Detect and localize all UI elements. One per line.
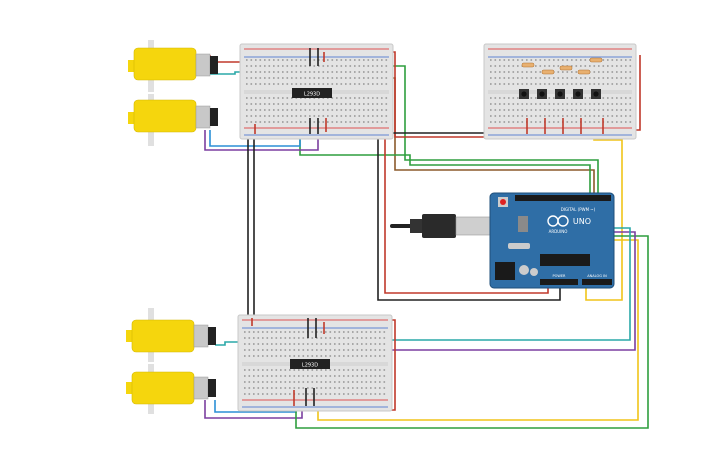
resistors (521, 57, 603, 75)
usb-cable (390, 214, 493, 238)
arduino-model: UNO (573, 217, 591, 226)
analog-header-label: ANALOG IN (587, 274, 607, 278)
breadboard-top-left: L293D (239, 43, 394, 140)
arduino-brand: ARDUINO (549, 229, 568, 234)
breadboard-top-right (483, 43, 637, 140)
dc-motor-2 (128, 94, 218, 146)
power-header-label: POWER (553, 274, 567, 278)
wire-teal-long (312, 227, 631, 341)
ic-top (292, 88, 332, 98)
dc-motor-4 (126, 364, 216, 414)
breadboard-bottom: L293D (237, 314, 393, 412)
ic-bottom-label: L293D (302, 363, 318, 369)
arduino-uno: DIGITAL (PWM ~) ARDUINO UNO POWER ANALOG… (489, 192, 615, 289)
dc-motor-1 (128, 40, 218, 92)
ic-bottom (290, 359, 330, 369)
wire-green-2 (299, 110, 591, 198)
ic-top-label: L293D (304, 92, 320, 98)
wire-red-top2 (384, 130, 549, 294)
digital-header-label: DIGITAL (PWM ~) (561, 207, 596, 212)
push-buttons (519, 89, 601, 99)
wire-red-top (385, 51, 490, 138)
dc-motor-3 (126, 308, 216, 362)
wire-purple-long (318, 231, 636, 351)
